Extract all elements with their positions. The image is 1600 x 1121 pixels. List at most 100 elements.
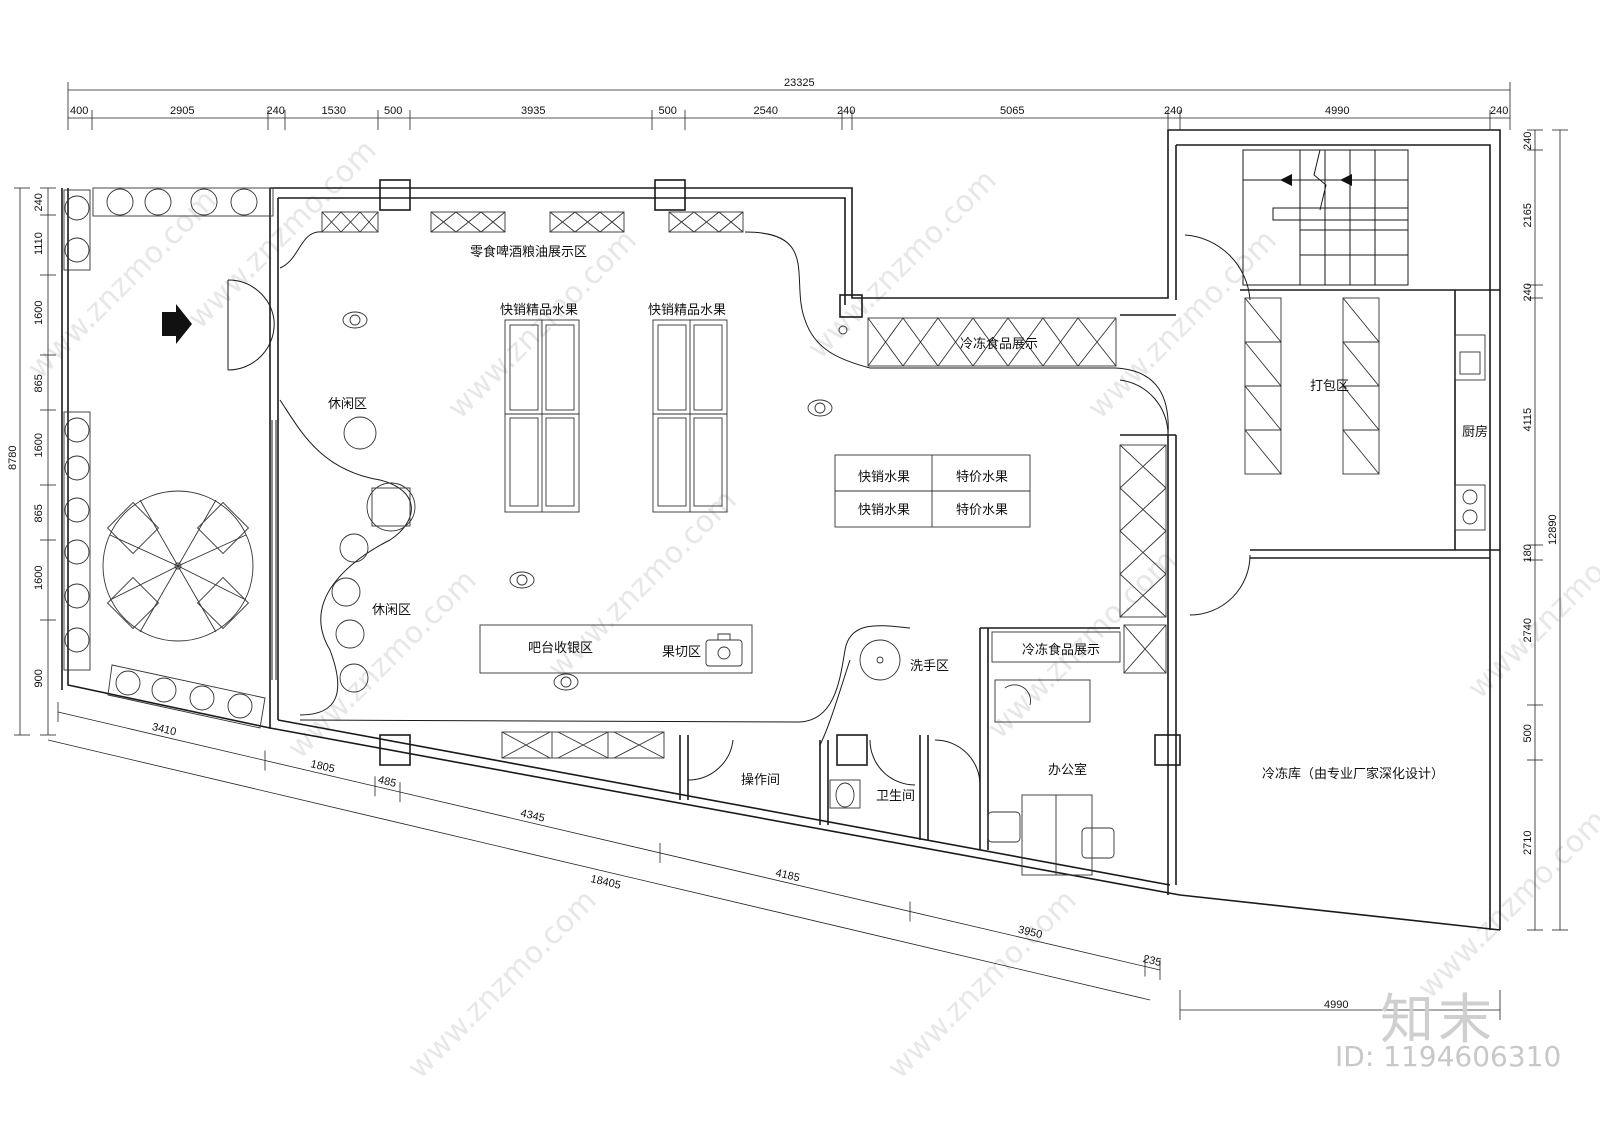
dim-right-segment: 240 bbox=[1522, 283, 1534, 301]
dim-bottom-segment: 3950 bbox=[1017, 924, 1044, 941]
dim-left-segment: 1600 bbox=[33, 566, 45, 590]
dim-right-segment: 2165 bbox=[1522, 203, 1534, 227]
dim-left-segment: 865 bbox=[33, 504, 45, 522]
planter bbox=[63, 411, 91, 671]
person-icon bbox=[509, 571, 535, 589]
round-stool bbox=[331, 577, 361, 607]
dim-top-segment: 1530 bbox=[322, 105, 346, 117]
label-cold-storage: 冷冻库（由专业厂家深化设计） bbox=[1262, 766, 1444, 782]
dim-top-segment: 240 bbox=[1164, 105, 1182, 117]
planter bbox=[92, 187, 274, 217]
dim-top-segment: 2905 bbox=[170, 105, 194, 117]
terrace bbox=[63, 187, 274, 729]
dim-left-segment: 1110 bbox=[33, 232, 45, 255]
label-cashier: 吧台收银区 bbox=[528, 641, 593, 656]
frozen-display-unit bbox=[867, 317, 1117, 367]
person-icon bbox=[342, 311, 368, 329]
floor-curves bbox=[279, 231, 1169, 746]
dim-right-segment: 4115 bbox=[1522, 408, 1534, 432]
watermark-logo: 知末 bbox=[1380, 988, 1496, 1051]
planter bbox=[63, 189, 91, 271]
umbrella-table bbox=[102, 490, 254, 642]
dim-bottom-segment: 485 bbox=[377, 774, 398, 790]
label-toilet: 卫生间 bbox=[876, 789, 915, 804]
dim-right-segment: 500 bbox=[1522, 724, 1534, 742]
watermark-image-id: ID: 1194606310 bbox=[1335, 1040, 1562, 1073]
shelf bbox=[430, 211, 506, 233]
display-shelves bbox=[321, 211, 1380, 759]
dim-right-segment: 240 bbox=[1522, 132, 1534, 150]
shelf bbox=[321, 211, 379, 233]
fruit-island bbox=[652, 319, 728, 513]
planter bbox=[107, 664, 266, 729]
dim-bottom-segment: 4345 bbox=[519, 807, 546, 824]
stove-icon bbox=[1454, 484, 1486, 531]
dim-top-segment: 240 bbox=[837, 105, 855, 117]
chair-icon bbox=[1004, 684, 1031, 706]
dim-bottom-total: 18405 bbox=[589, 873, 622, 892]
partitions bbox=[271, 145, 1500, 895]
dim-left-segment: 1600 bbox=[33, 433, 45, 457]
dim-left-total: 8780 bbox=[7, 446, 19, 470]
dim-top-segment: 3935 bbox=[521, 105, 545, 117]
frozen-display-unit bbox=[1119, 444, 1167, 674]
person-icon bbox=[553, 673, 579, 691]
toilet-icon bbox=[829, 779, 861, 809]
label-kitchen: 厨房 bbox=[1462, 424, 1488, 440]
dim-bottom-segment: 1805 bbox=[309, 758, 336, 775]
watermark-layer: www.znzmo.com www.znzmo.com www.znzmo.co… bbox=[21, 133, 1600, 1086]
dim-left-segment: 900 bbox=[33, 669, 45, 687]
shelf bbox=[501, 731, 665, 759]
chair-icon bbox=[987, 811, 1021, 843]
sink-icon bbox=[1454, 334, 1486, 381]
dim-top-segment: 400 bbox=[70, 105, 88, 117]
label-frozen-display: 冷冻食品展示 bbox=[960, 336, 1038, 352]
leisure-furniture bbox=[331, 416, 416, 693]
label-fast-fruit-b: 快销水果 bbox=[858, 503, 910, 518]
fixtures bbox=[829, 325, 1486, 876]
dim-top-total: 23325 bbox=[784, 77, 815, 89]
dim-bottom-segment: 4185 bbox=[774, 867, 801, 884]
label-snack-display: 零食啤酒粮油展示区 bbox=[470, 244, 587, 260]
label-leisure: 休闲区 bbox=[328, 397, 367, 412]
entrance-arrow-icon bbox=[162, 304, 192, 344]
dim-right-segment: 2740 bbox=[1522, 618, 1534, 642]
dim-top-segment: 500 bbox=[659, 105, 677, 117]
label-fast-fruit-a: 快销水果 bbox=[858, 470, 910, 485]
frozen-display-unit bbox=[991, 631, 1121, 663]
watermark-text: www.znzmo.com bbox=[401, 883, 604, 1086]
dim-top-segment: 240 bbox=[267, 105, 285, 117]
dimension-lines: 23325 400 2905 240 1530 500 3935 500 2540 240 506… bbox=[7, 77, 1568, 1020]
label-frozen-display: 冷冻食品展示 bbox=[1022, 642, 1100, 658]
wash-basin-icon bbox=[859, 639, 901, 681]
watermark-text: www.znzmo.com bbox=[1461, 503, 1600, 706]
watermark-text: www.znzmo.com bbox=[801, 163, 1004, 366]
label-fruit-cutting: 果切区 bbox=[662, 645, 701, 660]
shelf bbox=[549, 211, 625, 233]
label-packing: 打包区 bbox=[1310, 379, 1349, 394]
room-labels: 零食啤酒粮油展示区 快销精品水果 快销精品水果 冷冻食品展示 休闲区 休闲区 快… bbox=[328, 244, 1488, 804]
dim-top-segment: 2540 bbox=[754, 105, 778, 117]
stairs bbox=[1242, 149, 1409, 286]
dim-bottom-right: 4990 bbox=[1324, 999, 1348, 1011]
doors bbox=[227, 234, 1251, 786]
chair-icon bbox=[1081, 827, 1115, 859]
person-icons bbox=[342, 311, 833, 691]
dim-bottom-segment: 3410 bbox=[151, 721, 178, 738]
dim-left-segment: 240 bbox=[33, 193, 45, 211]
label-operation-room: 操作间 bbox=[741, 772, 780, 788]
dim-top-segment: 5065 bbox=[1000, 105, 1024, 117]
dim-left-segment: 865 bbox=[33, 374, 45, 392]
dim-left-segment: 1600 bbox=[33, 301, 45, 325]
label-fast-fruit: 快销精品水果 bbox=[500, 303, 578, 318]
label-handwash: 洗手区 bbox=[910, 659, 949, 674]
office-desk bbox=[994, 679, 1091, 723]
person-icon bbox=[807, 399, 833, 417]
label-leisure: 休闲区 bbox=[372, 603, 411, 618]
watermark-text: www.znzmo.com bbox=[881, 883, 1084, 1086]
office-desk bbox=[1021, 794, 1093, 876]
label-special-fruit-a: 特价水果 bbox=[956, 470, 1008, 485]
dim-right-segment: 180 bbox=[1522, 544, 1534, 562]
round-stool bbox=[339, 663, 369, 693]
